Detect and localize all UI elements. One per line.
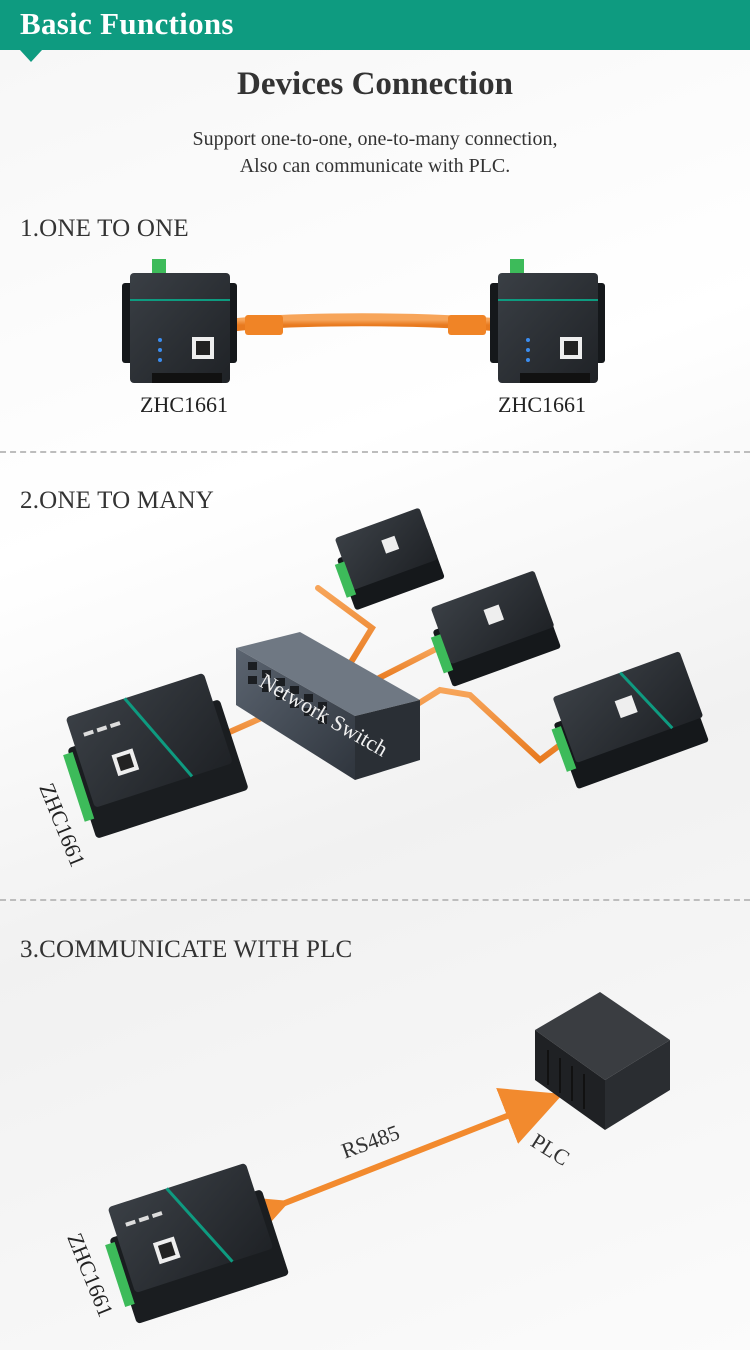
page-title: Devices Connection bbox=[237, 66, 513, 102]
device-label-right: ZHC1661 bbox=[498, 392, 586, 417]
device-zhc1661-plc bbox=[105, 1163, 289, 1324]
header-title: Basic Functions bbox=[20, 6, 234, 41]
device-label-left: ZHC1661 bbox=[140, 392, 228, 417]
header-pointer bbox=[20, 50, 42, 62]
device-remote-1 bbox=[334, 508, 445, 610]
divider-2 bbox=[0, 899, 750, 901]
section-one-to-many-title: 2.ONE TO MANY bbox=[20, 487, 215, 514]
device-zhc1661-hub bbox=[63, 673, 248, 838]
header-banner bbox=[0, 0, 750, 50]
section-one-to-one-title: 1.ONE TO ONE bbox=[20, 215, 189, 242]
intro-line-1: Support one-to-one, one-to-many connecti… bbox=[192, 128, 558, 150]
device-zhc1661-right bbox=[490, 259, 605, 383]
device-zhc1661-left bbox=[122, 259, 237, 383]
rs485-link bbox=[223, 1088, 563, 1251]
device-remote-2 bbox=[430, 571, 561, 687]
section-plc-title: 3.COMMUNICATE WITH PLC bbox=[20, 936, 353, 963]
divider-1 bbox=[0, 451, 750, 453]
network-switch bbox=[236, 632, 420, 780]
intro-line-2: Also can communicate with PLC. bbox=[239, 155, 511, 177]
plc-module bbox=[535, 992, 670, 1130]
device-remote-3 bbox=[551, 651, 709, 789]
one-to-one-cable bbox=[225, 313, 507, 335]
